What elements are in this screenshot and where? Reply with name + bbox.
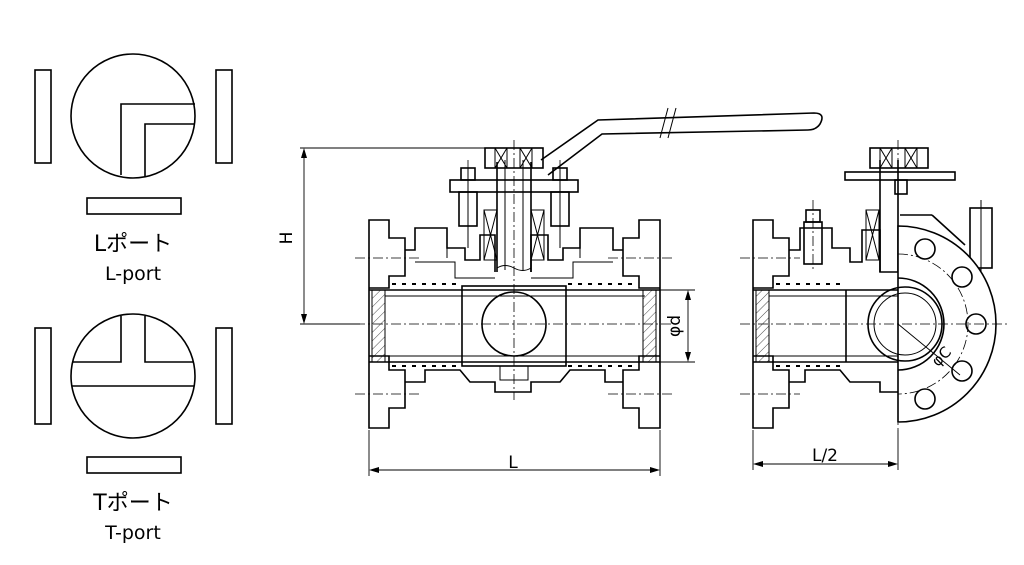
front-handle-lever [540, 112, 823, 176]
front-right-flange [622, 219, 661, 429]
front-packing-left [483, 209, 498, 261]
l-port-left-seat [34, 69, 52, 164]
l-port-label-ja: Lポート [94, 232, 172, 257]
side-flange [752, 219, 790, 429]
side-seat-ring [755, 289, 770, 363]
side-bolt-hole-4 [951, 360, 973, 382]
l-port-passage-outer [120, 103, 195, 175]
front-stem-inner [504, 160, 524, 270]
side-body-bottom [789, 369, 898, 393]
t-port-label-en: T-port [104, 522, 161, 544]
front-left-seat-ring [371, 289, 386, 363]
side-handle-plate [844, 171, 956, 181]
front-body-top [405, 227, 623, 272]
t-port-bottom-seat [86, 456, 182, 474]
side-view [740, 140, 1010, 430]
front-body-ribs [446, 240, 581, 258]
dimension-lines [300, 147, 899, 476]
front-packing-right [530, 209, 545, 261]
dimension-h-label: H [277, 232, 297, 245]
side-bolt-hole-2 [951, 266, 973, 288]
dimension-half-l-label: L/2 [812, 446, 838, 466]
front-body-top-inner [415, 261, 613, 279]
side-bolt-hole-5 [914, 388, 936, 410]
dimension-l-label: L [508, 453, 518, 473]
side-bolt-hole-1 [914, 238, 936, 260]
t-port-label-ja: Tポート [92, 491, 172, 516]
t-port-ball [70, 313, 196, 439]
front-left-flange [368, 219, 406, 429]
l-port-symbol [34, 53, 233, 215]
side-stem-head [869, 147, 929, 169]
t-port-symbol [34, 313, 233, 474]
l-port-passage-inner [144, 123, 195, 177]
l-port-label-en: L-port [105, 263, 161, 285]
t-port-passage-right [144, 316, 194, 363]
t-port-passage-left [72, 316, 122, 363]
front-right-seat-ring [642, 289, 657, 363]
side-pitch-circle [897, 253, 969, 395]
t-port-right-seat [215, 327, 233, 425]
front-handle-break [659, 107, 677, 139]
side-stem [879, 160, 899, 272]
dimension-bore-label: φd [665, 315, 685, 337]
front-body-bottom [405, 369, 623, 393]
side-body-top [789, 227, 898, 273]
l-port-ball [70, 53, 196, 179]
t-port-left-seat [34, 327, 52, 425]
front-view [355, 107, 823, 429]
l-port-bottom-seat [86, 197, 182, 215]
l-port-right-seat [215, 69, 233, 164]
